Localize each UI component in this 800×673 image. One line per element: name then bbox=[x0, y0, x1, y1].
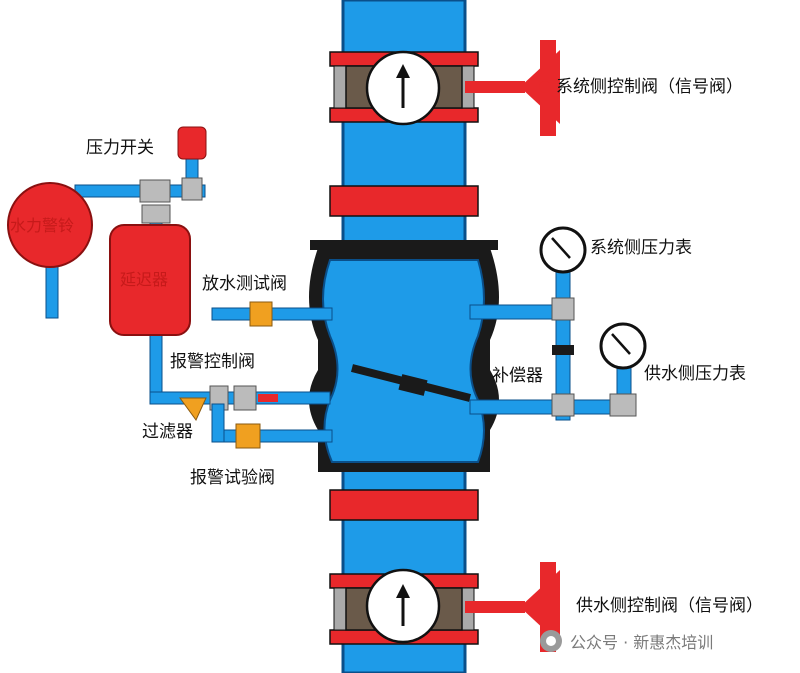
label-alarm-control-valve: 报警控制阀 bbox=[170, 352, 255, 372]
label-system-pressure-gauge: 系统侧压力表 bbox=[590, 238, 692, 258]
retard-chamber bbox=[109, 224, 191, 336]
upper-flange bbox=[329, 185, 479, 217]
label-compensator: 补偿器 bbox=[492, 366, 543, 386]
wechat-official-icon bbox=[540, 630, 562, 652]
label-supply-pressure-gauge: 供水侧压力表 bbox=[644, 364, 746, 384]
label-retard-chamber: 延迟器 bbox=[120, 270, 169, 289]
system-control-valve bbox=[329, 40, 560, 136]
label-drain-test-valve: 放水测试阀 bbox=[202, 274, 287, 294]
alarm-valve-body bbox=[309, 240, 499, 472]
label-filter: 过滤器 bbox=[142, 422, 193, 442]
label-alarm-test-valve: 报警试验阀 bbox=[190, 468, 275, 488]
watermark-text: 公众号 · 新惠杰培训 bbox=[570, 633, 714, 652]
lower-flange bbox=[329, 489, 479, 521]
water-motor-gong bbox=[7, 182, 93, 268]
pressure-switch bbox=[177, 126, 207, 160]
label-system-control-valve: 系统侧控制阀（信号阀） bbox=[556, 77, 743, 97]
label-water-motor-gong: 水力警铃 bbox=[10, 216, 75, 235]
label-supply-control-valve: 供水侧控制阀（信号阀） bbox=[576, 596, 763, 616]
watermark: 公众号 · 新惠杰培训 bbox=[540, 629, 713, 653]
label-pressure-switch: 压力开关 bbox=[86, 138, 154, 158]
right-gauge-piping bbox=[469, 226, 647, 421]
supply-control-valve bbox=[329, 562, 560, 652]
